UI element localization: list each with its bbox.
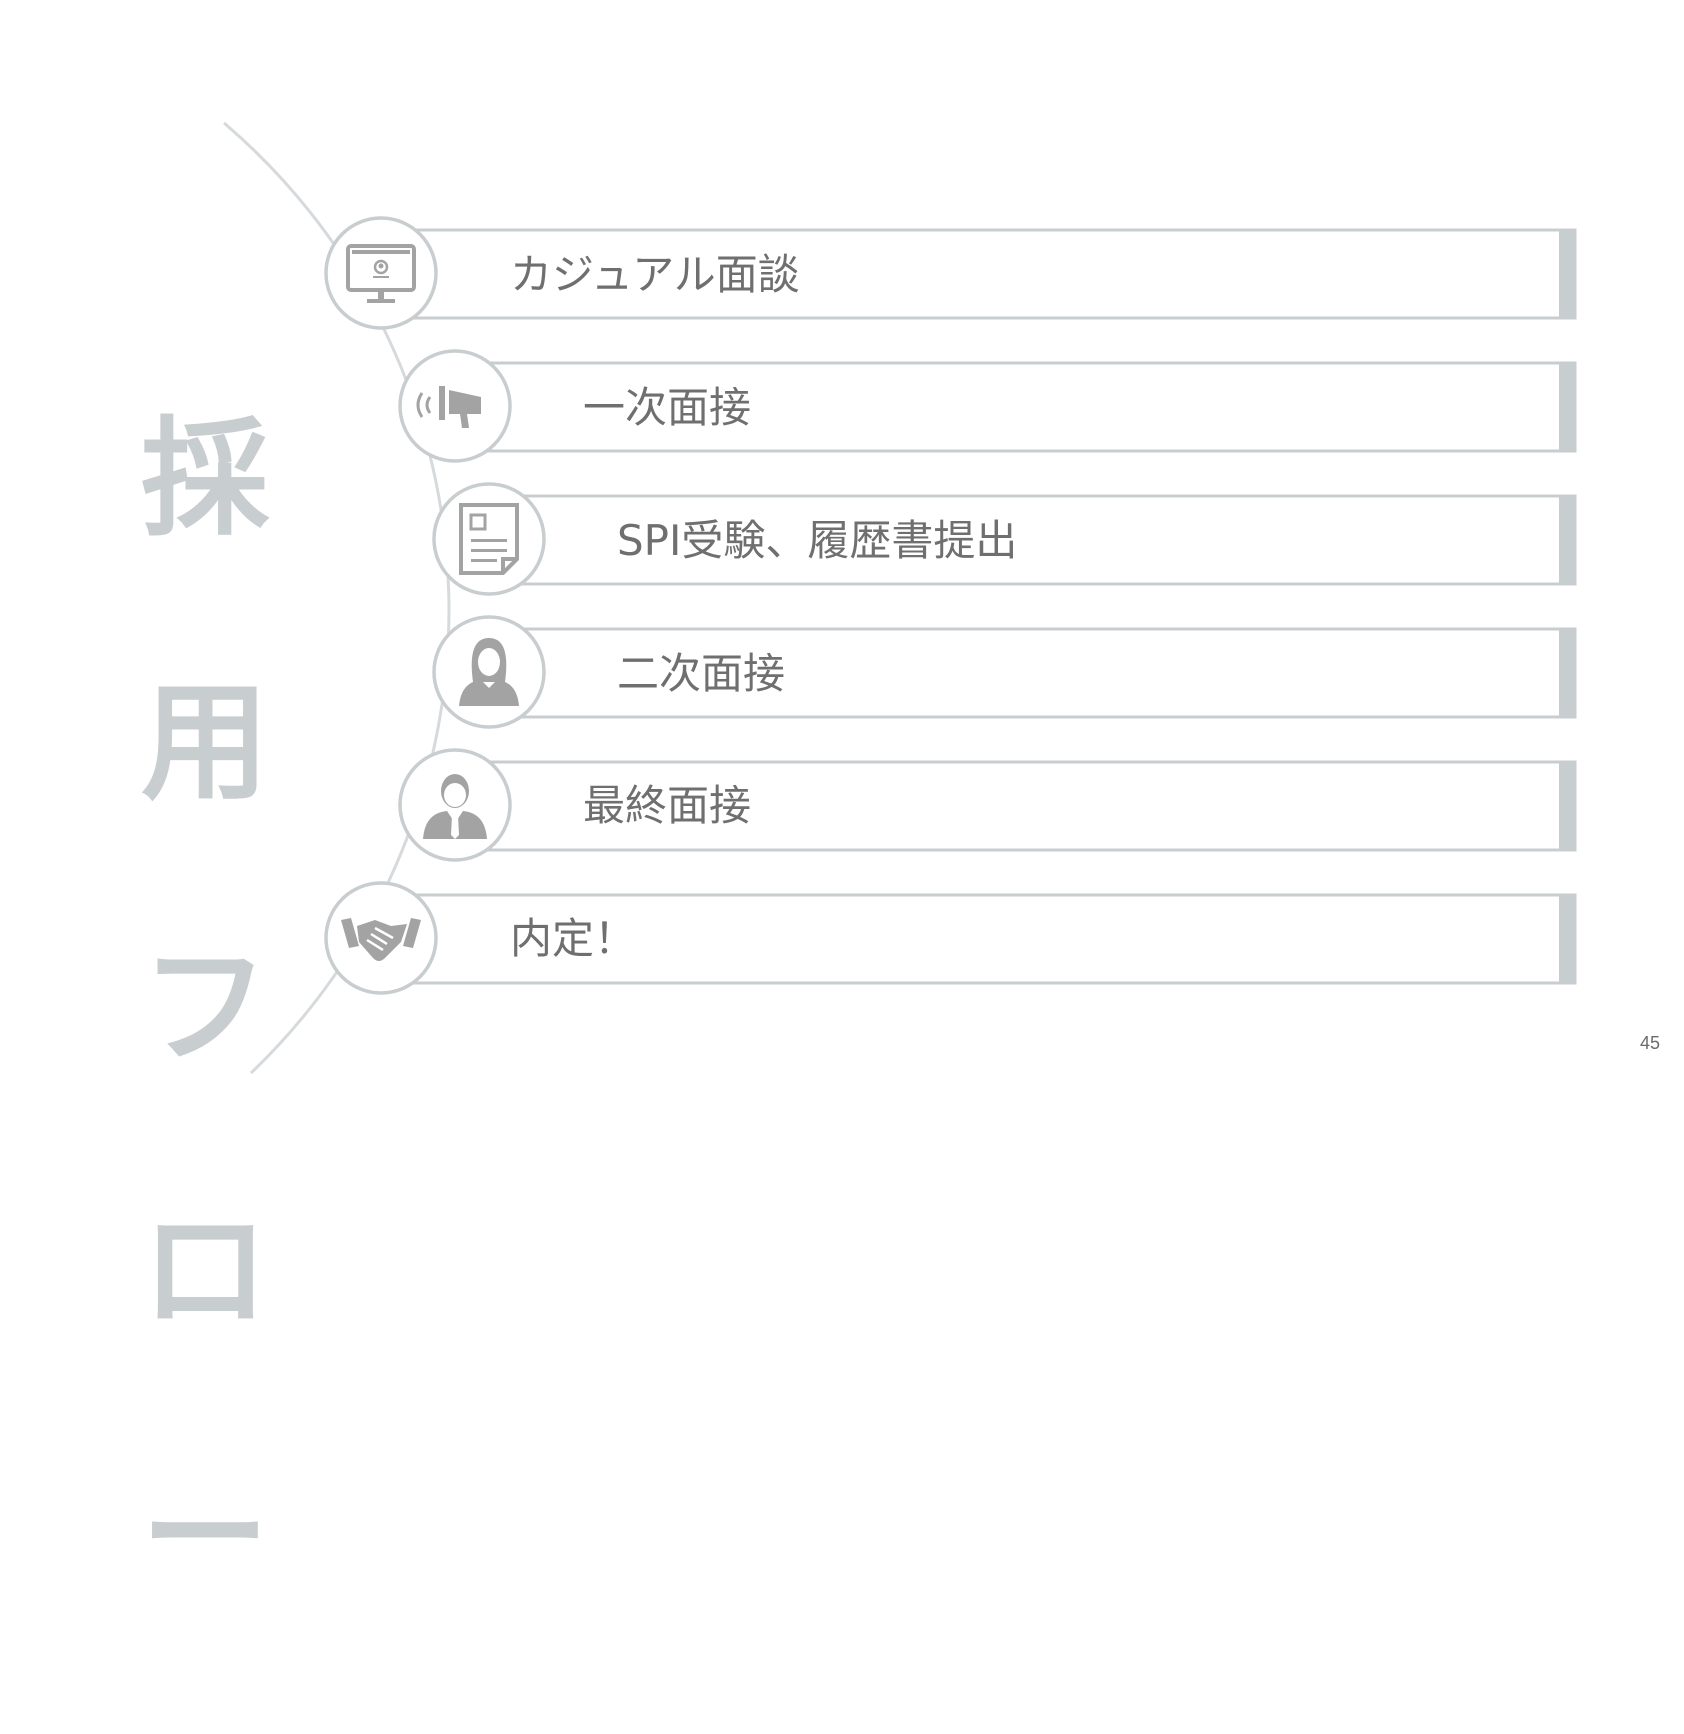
document-icon: [459, 503, 519, 575]
title-char: ー: [140, 1461, 269, 1610]
step-label-first-interview: 一次面接: [583, 383, 752, 432]
handshake-icon: [341, 918, 421, 961]
step-label-spi-resume: SPI受験、履歴書提出: [617, 516, 1018, 565]
step-bar: [398, 228, 1577, 320]
title-char: 用: [140, 669, 269, 818]
step-circle: [398, 748, 512, 862]
step-circle: [398, 349, 512, 463]
step-circles: [324, 216, 546, 995]
step-circle: [324, 881, 438, 995]
step-label-offer: 内定！: [510, 914, 637, 963]
title-char: フ: [140, 933, 269, 1082]
step-circle: [432, 615, 546, 729]
step-label-final-interview: 最終面接: [583, 781, 752, 830]
step-label-casual-interview: カジュアル面談: [510, 250, 800, 299]
title-char: ロ: [140, 1197, 269, 1346]
woman-icon: [459, 638, 519, 706]
step-bar: [506, 494, 1577, 586]
step-bar: [472, 760, 1577, 852]
monitor-user-icon: [346, 244, 416, 303]
step-label-second-interview: 二次面接: [617, 649, 786, 698]
megaphone-icon: [416, 386, 481, 428]
step-bars: [398, 228, 1577, 985]
step-circle: [324, 216, 438, 330]
page-number: 45: [1639, 1033, 1660, 1053]
page-title: 採 用 フ ロ ー: [130, 282, 280, 1734]
businessman-icon: [423, 774, 487, 839]
title-char: 採: [140, 405, 269, 554]
recruit-flow-diagram: [223, 121, 1577, 1075]
step-bar: [506, 627, 1577, 719]
step-bar: [398, 893, 1577, 985]
step-circle: [432, 482, 546, 596]
